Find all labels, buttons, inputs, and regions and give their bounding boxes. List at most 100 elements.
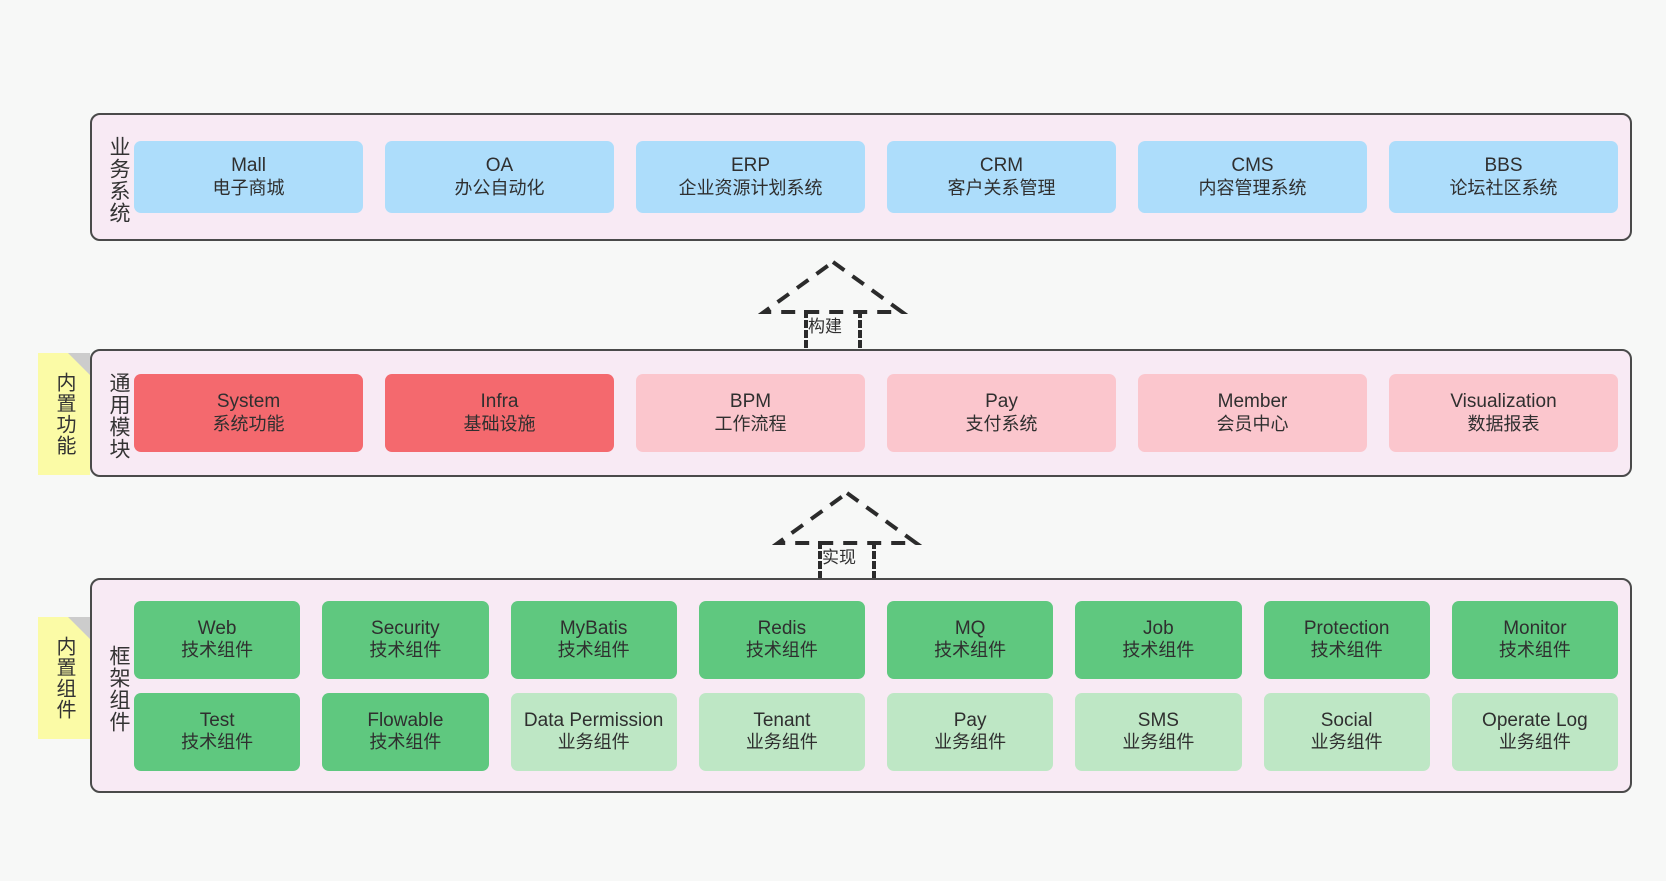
card-title: Pay [985,391,1018,413]
card-subtitle: 业务组件 [557,732,630,753]
card-subtitle: 技术组件 [1498,640,1571,661]
card-title: MQ [954,617,986,639]
card-title: Protection [1303,617,1390,639]
card-mybatis[interactable]: MyBatis 技术组件 [510,600,677,679]
card-title: SMS [1137,709,1179,731]
card-test[interactable]: Test 技术组件 [134,692,301,771]
card-subtitle: 电子商城 [212,177,285,198]
card-job[interactable]: Job 技术组件 [1075,600,1242,679]
card-pay-component[interactable]: Pay 业务组件 [887,692,1054,771]
card-title: MyBatis [559,617,628,639]
card-subtitle: 内容管理系统 [1198,177,1307,198]
card-title: Mall [231,155,266,177]
card-subtitle: 技术组件 [1310,640,1383,661]
card-sms[interactable]: SMS 业务组件 [1075,692,1242,771]
arrow-build-stem [804,310,862,348]
card-title: Member [1217,391,1288,413]
card-title: Web [197,617,237,639]
layer-business-system-label: 业务系统 [107,136,130,224]
card-subtitle: 业务组件 [1122,732,1195,753]
card-title: CRM [979,155,1024,177]
card-subtitle: 工作流程 [714,413,787,434]
card-bpm[interactable]: BPM 工作流程 [636,374,865,452]
layer-framework-component-label: 框架组件 [107,644,130,733]
arrow-realize-label: 实现 [822,548,856,567]
card-flowable[interactable]: Flowable 技术组件 [322,692,489,771]
layer-common-module-body: System 系统功能 Infra 基础设施 BPM 工作流程 Pay 支付系统… [130,351,1630,475]
card-title: OA [485,155,514,177]
arrow-realize-triangle-icon [772,490,922,545]
layer-business-system-body: Mall 电子商城 OA 办公自动化 ERP 企业资源计划系统 CRM 客户关系… [130,115,1630,239]
arrow-build-triangle-icon [758,259,908,314]
card-subtitle: 业务组件 [1498,732,1571,753]
card-protection[interactable]: Protection 技术组件 [1263,600,1430,679]
card-subtitle: 基础设施 [463,413,536,434]
card-cms[interactable]: CMS 内容管理系统 [1138,141,1367,213]
note-fold-corner-icon [68,353,90,375]
card-subtitle: 支付系统 [965,413,1038,434]
card-redis[interactable]: Redis 技术组件 [698,600,865,679]
layer-business-system: 业务系统 Mall 电子商城 OA 办公自动化 ERP 企业资源计划系统 CRM… [90,113,1632,241]
card-subtitle: 技术组件 [557,640,630,661]
card-system[interactable]: System 系统功能 [134,374,363,452]
card-title: CMS [1231,155,1274,177]
card-subtitle: 技术组件 [934,640,1007,661]
card-subtitle: 技术组件 [369,640,442,661]
card-title: Infra [480,391,519,413]
card-subtitle: 技术组件 [745,640,818,661]
card-erp[interactable]: ERP 企业资源计划系统 [636,141,865,213]
card-pay[interactable]: Pay 支付系统 [887,374,1116,452]
card-title: ERP [730,155,771,177]
card-title: BBS [1484,155,1523,177]
card-subtitle: 客户关系管理 [947,177,1056,198]
framework-business-row: Test 技术组件 Flowable 技术组件 Data Permission … [134,692,1618,771]
card-security[interactable]: Security 技术组件 [322,600,489,679]
note-builtin-function-label: 内置功能 [53,372,75,456]
note-fold-corner-icon [68,617,90,639]
card-subtitle: 企业资源计划系统 [678,177,823,198]
arrow-realize: 实现 [772,487,922,579]
note-builtin-component: 内置组件 [38,617,90,739]
card-infra[interactable]: Infra 基础设施 [385,374,614,452]
card-member[interactable]: Member 会员中心 [1138,374,1367,452]
card-subtitle: 业务组件 [934,732,1007,753]
layer-common-module: 通用模块 System 系统功能 Infra 基础设施 BPM 工作流程 Pay… [90,349,1632,477]
card-title: Flowable [367,709,444,731]
card-data-permission[interactable]: Data Permission 业务组件 [510,692,677,771]
arrow-build: 构建 [758,256,908,348]
card-mq[interactable]: MQ 技术组件 [887,600,1054,679]
card-visualization[interactable]: Visualization 数据报表 [1389,374,1618,452]
card-subtitle: 技术组件 [181,640,254,661]
card-mall[interactable]: Mall 电子商城 [134,141,363,213]
common-card-row: System 系统功能 Infra 基础设施 BPM 工作流程 Pay 支付系统… [134,374,1618,452]
card-title: BPM [729,391,772,413]
business-card-row: Mall 电子商城 OA 办公自动化 ERP 企业资源计划系统 CRM 客户关系… [134,141,1618,213]
card-title: Tenant [753,709,811,731]
card-title: Redis [757,617,807,639]
card-title: Visualization [1450,391,1557,413]
card-title: Operate Log [1482,709,1588,731]
card-subtitle: 技术组件 [181,732,254,753]
card-subtitle: 数据报表 [1467,413,1540,434]
card-title: Data Permission [523,709,664,731]
card-title: Job [1143,617,1174,639]
card-subtitle: 会员中心 [1216,413,1289,434]
layer-framework-component: 框架组件 Web 技术组件 Security 技术组件 MyBatis 技术组件… [90,578,1632,793]
card-title: Social [1320,709,1373,731]
card-social[interactable]: Social 业务组件 [1263,692,1430,771]
card-subtitle: 技术组件 [369,732,442,753]
note-builtin-function: 内置功能 [38,353,90,475]
card-web[interactable]: Web 技术组件 [134,600,301,679]
card-title: Test [199,709,235,731]
card-subtitle: 办公自动化 [454,177,545,198]
card-oa[interactable]: OA 办公自动化 [385,141,614,213]
card-tenant[interactable]: Tenant 业务组件 [698,692,865,771]
framework-tech-row: Web 技术组件 Security 技术组件 MyBatis 技术组件 Redi… [134,600,1618,679]
arrow-build-label: 构建 [808,317,842,336]
card-subtitle: 系统功能 [212,413,285,434]
card-title: System [216,391,281,413]
card-monitor[interactable]: Monitor 技术组件 [1451,600,1618,679]
card-bbs[interactable]: BBS 论坛社区系统 [1389,141,1618,213]
card-crm[interactable]: CRM 客户关系管理 [887,141,1116,213]
card-operate-log[interactable]: Operate Log 业务组件 [1451,692,1618,771]
